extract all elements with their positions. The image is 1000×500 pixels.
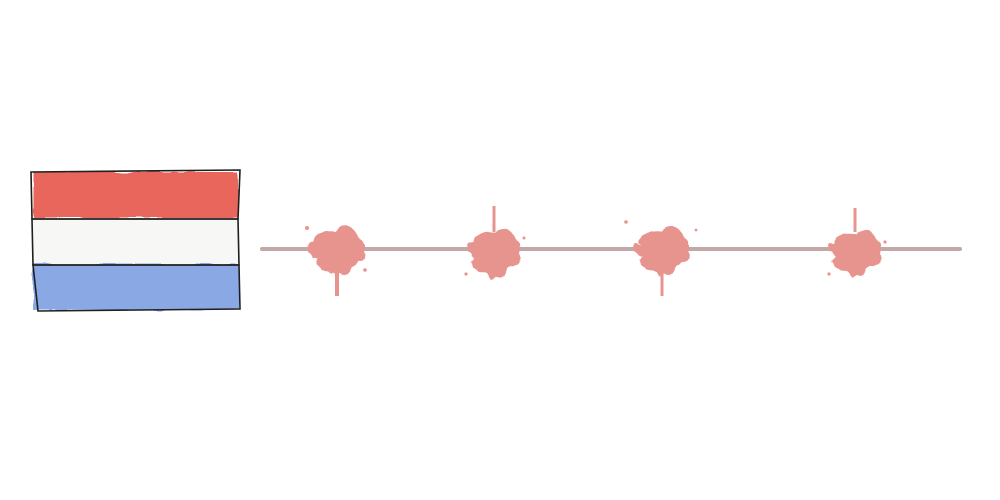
splat-4 (827, 208, 887, 277)
splat-3 (624, 220, 698, 296)
splat-group (305, 206, 887, 296)
splat-1 (305, 226, 367, 296)
flag-red-stripe (33, 172, 238, 218)
flag-icon (30, 169, 241, 312)
flag-white-stripe (33, 218, 238, 264)
splat-2 (464, 206, 526, 278)
flag-blue-stripe (33, 264, 238, 310)
